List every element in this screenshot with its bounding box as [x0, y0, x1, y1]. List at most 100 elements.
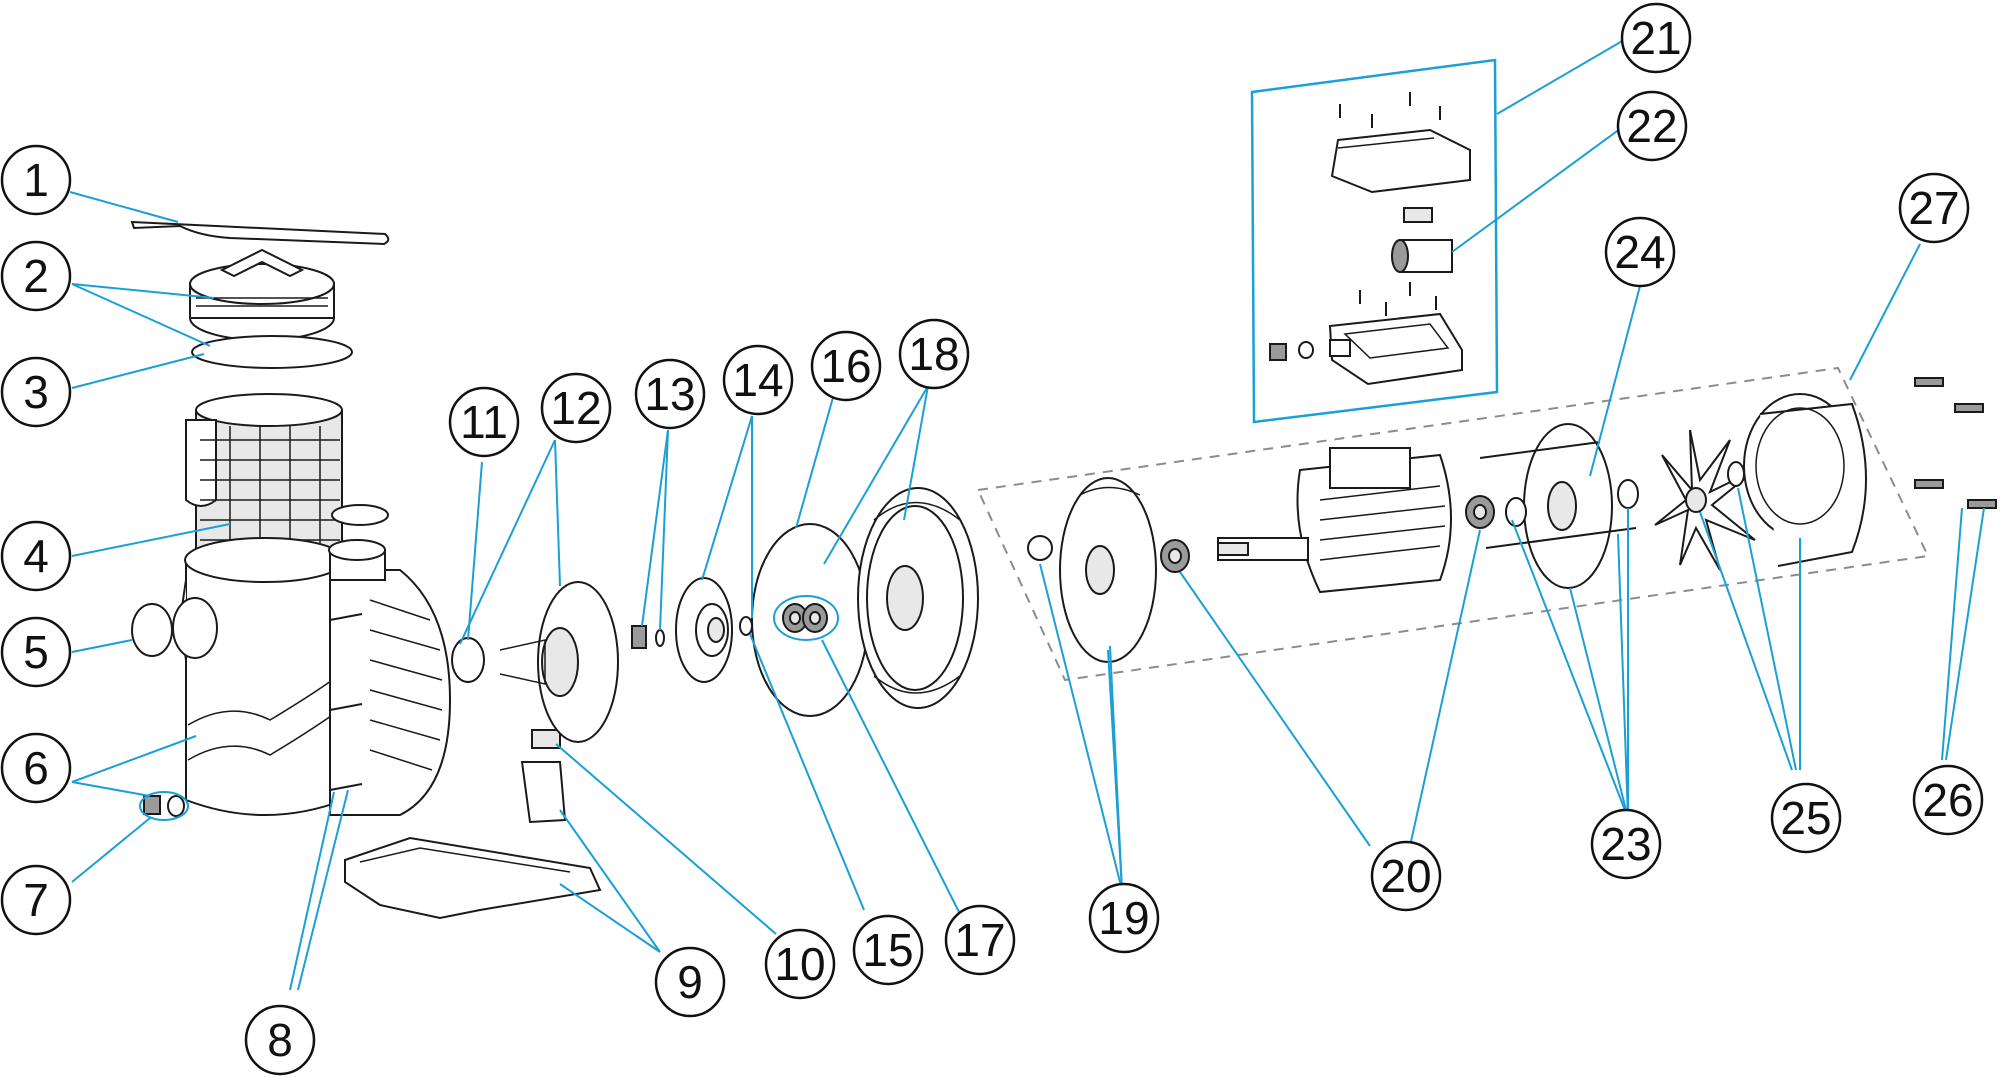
callout-14: 14: [722, 344, 794, 416]
callout-label: 19: [1098, 892, 1149, 944]
callout-13: 13: [634, 358, 706, 430]
fan-cover-part: [1743, 393, 1867, 567]
callout-label: 2: [23, 250, 49, 302]
leader-12a: [459, 439, 556, 645]
motor-flange-part: [1027, 477, 1157, 663]
cooling-fan-part: [1617, 429, 1756, 571]
callout-23: 23: [1590, 808, 1662, 880]
callout-label: 15: [862, 924, 913, 976]
inlet-union-part: [131, 603, 173, 657]
callout-8: 8: [244, 1004, 316, 1076]
electric-box-frame: [1250, 58, 1499, 424]
callout-label: 26: [1922, 774, 1973, 826]
leader-9a: [559, 809, 661, 953]
callout-label: 11: [460, 396, 508, 448]
leader-20b: [1409, 529, 1481, 847]
rear-cover-washer-part: [1505, 497, 1527, 527]
callout-11: 11: [448, 386, 520, 458]
callout-label: 20: [1380, 850, 1431, 902]
leader-20a: [1179, 571, 1371, 847]
leader-26a: [1941, 507, 1963, 761]
electric-box-base-part: [1328, 312, 1463, 386]
callout-9: 9: [654, 946, 726, 1018]
callout-label: 24: [1614, 226, 1665, 278]
leader-25b: [1737, 487, 1797, 771]
electric-box-lid-part: [1330, 128, 1471, 194]
cable-gland-part: [1269, 207, 1433, 361]
leader-2a: [71, 283, 215, 299]
callout-17: 17: [944, 904, 1016, 976]
leader-25a: [1699, 511, 1793, 771]
callout-15: 15: [852, 914, 924, 986]
callout-label: 22: [1626, 100, 1677, 152]
motor-stator-part: [1217, 447, 1452, 594]
callout-24: 24: [1604, 216, 1676, 288]
rear-bearing-part: [1465, 495, 1495, 529]
diffuser-o-ring-part: [451, 637, 485, 683]
callout-label: 10: [774, 938, 825, 990]
callout-3: 3: [0, 356, 72, 428]
leader-3: [71, 353, 205, 389]
leader-7: [71, 817, 151, 883]
leader-18b: [903, 385, 929, 521]
callout-26: 26: [1912, 764, 1984, 836]
leader-24: [1589, 285, 1641, 477]
leader-13a: [641, 429, 669, 627]
leader-6b: [71, 781, 151, 797]
callout-label: 9: [677, 956, 703, 1008]
electric-box-screws-part: [1339, 92, 1441, 316]
leader-10: [555, 743, 777, 935]
leader-18a: [823, 385, 929, 565]
callout-label: 6: [23, 742, 49, 794]
fan-cover-screws-part: [1914, 377, 1997, 509]
callout-label: 16: [820, 340, 871, 392]
leader-4: [71, 523, 231, 557]
callout-label: 5: [23, 626, 49, 678]
lid-part: [189, 248, 335, 341]
leader-9b: [559, 883, 661, 953]
leader-19a: [1039, 563, 1123, 891]
motor-group-outline: [976, 366, 1930, 682]
callout-12: 12: [540, 372, 612, 444]
leader-23a: [1511, 519, 1629, 819]
leader-26b: [1945, 507, 1985, 761]
callout-1: 1: [0, 144, 72, 216]
leader-27: [1849, 243, 1921, 381]
leader-1: [69, 191, 179, 223]
callout-10: 10: [764, 928, 836, 1000]
leader-15: [749, 633, 865, 911]
callout-25: 25: [1770, 782, 1842, 854]
callout-27: 27: [1898, 172, 1970, 244]
leader-2b: [71, 283, 211, 347]
callout-label: 17: [954, 914, 1005, 966]
callout-19: 19: [1088, 882, 1160, 954]
callout-21: 21: [1620, 2, 1692, 74]
callout-label: 27: [1908, 182, 1959, 234]
callout-2: 2: [0, 240, 72, 312]
callout-4: 4: [0, 520, 72, 592]
callout-7: 7: [0, 864, 72, 936]
volute-housing-part: [328, 504, 452, 816]
capacitor-part: [1391, 239, 1453, 273]
strainer-basket-part: [185, 393, 343, 561]
leader-7-loop: [139, 791, 189, 821]
front-bearing-part: [1160, 539, 1190, 573]
shaft-o-ring-part: [739, 616, 753, 636]
callout-label: 8: [267, 1014, 293, 1066]
motor-rear-cover-part: [1479, 423, 1637, 589]
leader-19c: [1107, 649, 1123, 891]
mechanical-seal-part: [782, 603, 828, 633]
foot-pad-part: [531, 729, 561, 749]
impeller-part: [675, 577, 733, 683]
leader-16: [795, 393, 835, 529]
callout-18: 18: [898, 318, 970, 390]
leader-6a: [71, 735, 197, 783]
callout-label: 12: [550, 382, 601, 434]
callout-6: 6: [0, 732, 72, 804]
leader-8b: [297, 789, 349, 991]
leader-13b: [659, 429, 669, 631]
leader-23c: [1617, 533, 1629, 819]
leader-21: [1496, 39, 1625, 115]
